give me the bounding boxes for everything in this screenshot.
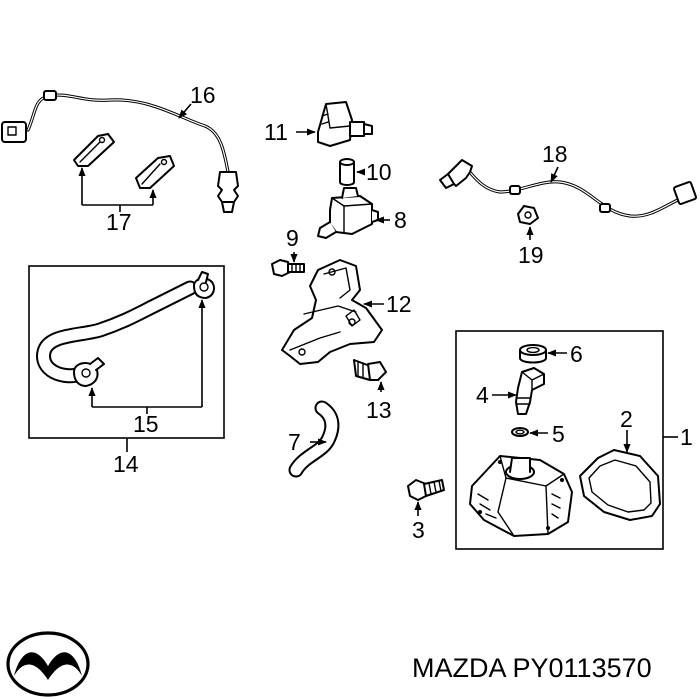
- callout-6: 6: [570, 341, 583, 367]
- cover-gasket: [579, 449, 661, 521]
- oxygen-sensor-upstream: [1, 90, 239, 213]
- callout-2: 2: [620, 406, 633, 432]
- callout-14: 14: [113, 451, 139, 477]
- callout-18: 18: [542, 141, 568, 167]
- bolt-cover: [407, 479, 445, 501]
- vacuum-switch-valve: [317, 101, 373, 147]
- purge-solenoid-valve: [317, 187, 379, 239]
- callout-16: 16: [190, 82, 216, 108]
- callout-10: 10: [366, 159, 392, 185]
- sensor-bracket-right: [135, 155, 175, 189]
- valve-sleeve: [339, 158, 355, 186]
- callout-8: 8: [394, 207, 407, 233]
- bolt-mounting: [271, 259, 305, 277]
- pcv-grommet: [519, 344, 547, 364]
- vacuum-hose-small: [288, 400, 340, 478]
- callout-13: 13: [366, 397, 392, 423]
- callout-19: 19: [518, 242, 544, 268]
- callout-labels: 16 17 11 10 8 9 12 13 7 18 19 15 14 6 4 …: [106, 82, 693, 543]
- bolt-bracket: [353, 359, 387, 381]
- hose-clamp-upper: [193, 271, 215, 299]
- callout-5: 5: [552, 421, 565, 447]
- callout-15: 15: [133, 411, 159, 437]
- callout-4: 4: [476, 382, 489, 408]
- oxygen-sensor-downstream: [439, 159, 697, 218]
- mazda-logo-icon: [6, 631, 90, 697]
- oil-separator-cover: [469, 455, 573, 537]
- callout-3: 3: [412, 517, 425, 543]
- hose-clamp-lower: [73, 357, 105, 387]
- leader-lines: [78, 103, 678, 516]
- pcv-valve: [515, 367, 545, 415]
- callout-11: 11: [264, 119, 288, 145]
- callout-17: 17: [106, 209, 132, 235]
- part-number-caption: MAZDA PY0113570: [412, 653, 652, 683]
- callout-7: 7: [288, 429, 301, 455]
- vacuum-hose-long: [36, 280, 198, 384]
- pcv-o-ring: [511, 427, 529, 437]
- valve-mounting-bracket: [281, 259, 383, 365]
- callout-9: 9: [286, 225, 299, 251]
- callout-1: 1: [680, 424, 693, 450]
- cover-assembly-box: [455, 330, 664, 550]
- sensor-bracket-left: [73, 133, 115, 167]
- callout-12: 12: [386, 291, 412, 317]
- wire-clip: [517, 205, 539, 225]
